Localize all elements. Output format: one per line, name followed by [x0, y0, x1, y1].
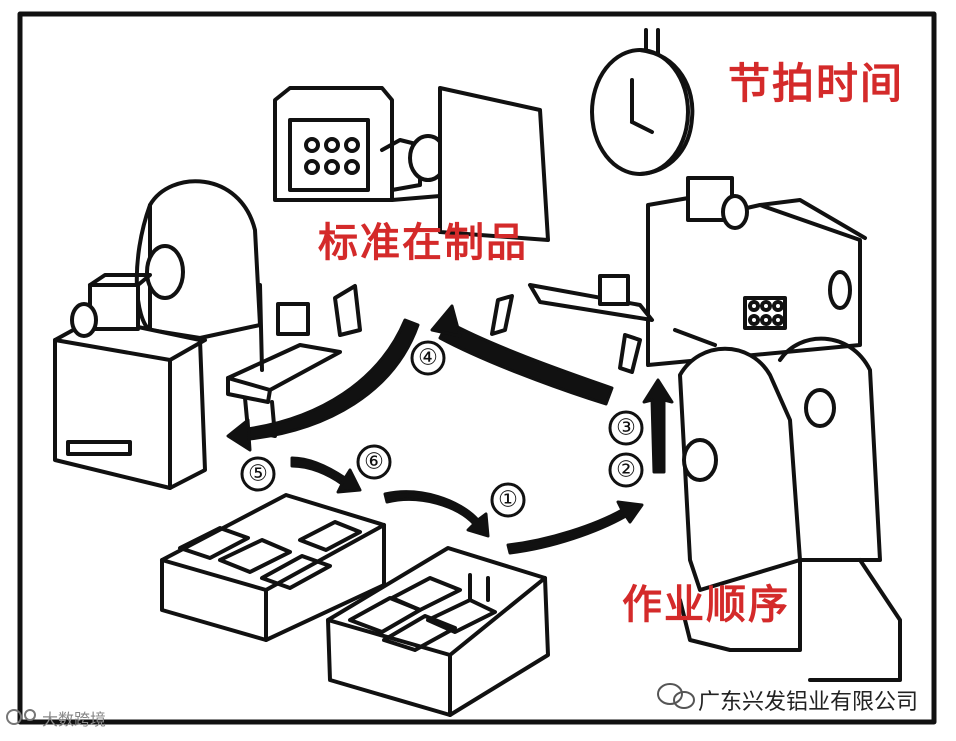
step-1-marker: ①	[490, 482, 526, 518]
step-4-number: ④	[418, 346, 438, 371]
machine-left-icon	[53, 179, 262, 490]
arrowhead-left	[226, 418, 252, 452]
step-3-marker: ③	[608, 410, 644, 446]
machine-top-icon	[273, 86, 550, 242]
arrow-step-6	[383, 490, 490, 538]
clock-icon	[590, 28, 695, 176]
step-4-marker: ④	[410, 340, 446, 376]
step-6-marker: ⑥	[356, 444, 392, 480]
conveyor-left-icon	[226, 283, 362, 438]
step-3-number: ③	[616, 416, 636, 441]
source-logo-icon	[6, 709, 36, 725]
arrow-step-1	[506, 500, 644, 555]
step-2-marker: ②	[608, 452, 644, 488]
work-sequence-label: 作业顺序	[622, 582, 790, 628]
takt-time-label: 节拍时间	[728, 59, 905, 108]
step-5-marker: ⑤	[240, 456, 276, 492]
company-watermark: 广东兴发铝业有限公司	[698, 690, 919, 715]
box-middle-icon	[326, 546, 550, 717]
step-5-number: ⑤	[248, 462, 268, 487]
standard-wip-label: 标准在制品	[318, 220, 528, 266]
step-6-number: ⑥	[364, 450, 384, 475]
source-watermark: 大数跨境	[42, 710, 107, 729]
arrow-step-5	[290, 456, 362, 494]
box-left-icon	[160, 493, 386, 642]
frame-border	[17, 11, 937, 725]
step-1-number: ①	[498, 488, 518, 513]
step-numbers: ① ② ③ ④ ⑤ ⑥	[240, 340, 644, 518]
step-2-number: ②	[616, 458, 636, 483]
arrowhead-4	[430, 304, 462, 338]
arrow-step-2-3	[642, 378, 674, 474]
machine-right-icon	[490, 176, 902, 682]
arrow-step-4	[438, 320, 614, 406]
wechat-icon	[657, 683, 695, 709]
